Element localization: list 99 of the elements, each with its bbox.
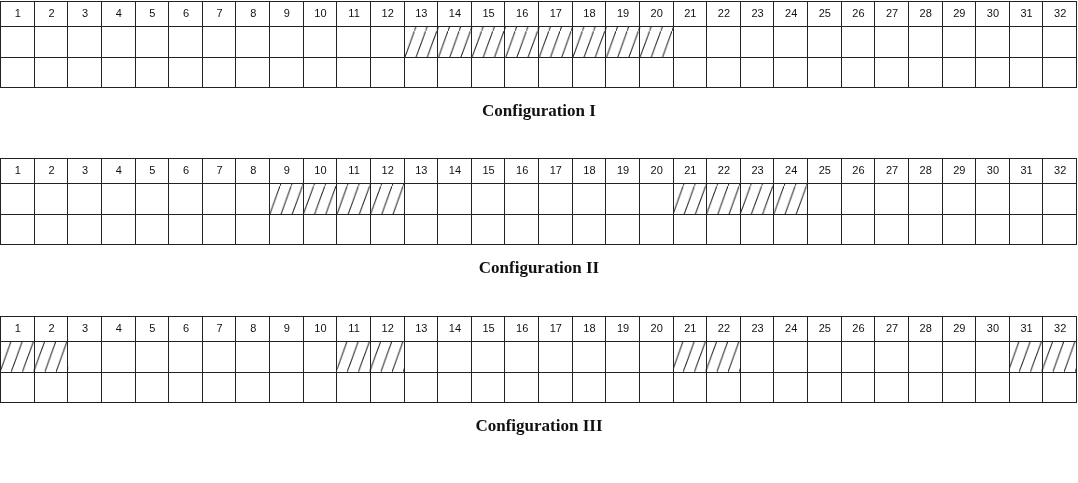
column-number: 24 xyxy=(785,322,798,334)
column-number: 22 xyxy=(717,164,731,176)
column-number: 16 xyxy=(516,7,529,19)
column-number: 27 xyxy=(885,164,899,176)
column-number: 15 xyxy=(482,164,495,176)
column-number: 5 xyxy=(149,164,156,176)
column-number: 4 xyxy=(115,164,122,176)
column-number: 13 xyxy=(415,7,428,19)
column-number: 12 xyxy=(381,164,394,176)
column-number: 5 xyxy=(149,7,156,19)
column-number: 11 xyxy=(348,164,360,176)
column-number: 13 xyxy=(415,164,428,176)
column-number: 12 xyxy=(381,322,394,334)
column-number: 32 xyxy=(1054,7,1067,19)
column-number: 3 xyxy=(82,164,89,176)
column-number: 17 xyxy=(549,164,562,176)
column-number: 26 xyxy=(852,7,865,19)
column-number: 30 xyxy=(986,7,1000,19)
column-number: 2 xyxy=(48,7,55,19)
column-number: 29 xyxy=(953,164,966,176)
column-number: 21 xyxy=(684,322,697,334)
column-number: 20 xyxy=(650,322,663,334)
column-number: 32 xyxy=(1054,164,1067,176)
column-number: 14 xyxy=(448,164,462,176)
column-number: 19 xyxy=(616,322,630,334)
column-number: 23 xyxy=(751,164,764,176)
configuration-caption: Configuration II xyxy=(478,258,600,278)
column-number: 10 xyxy=(314,322,327,334)
column-number: 11 xyxy=(348,322,360,334)
column-number: 20 xyxy=(650,164,663,176)
column-number: 31 xyxy=(1020,164,1033,176)
column-number: 29 xyxy=(953,322,966,334)
column-number: 30 xyxy=(986,164,1000,176)
configuration-caption: Configuration III xyxy=(475,416,603,436)
column-number: 22 xyxy=(717,7,731,19)
column-number: 19 xyxy=(616,7,630,19)
column-number: 1 xyxy=(14,322,21,334)
column-number: 25 xyxy=(818,322,831,334)
column-number: 12 xyxy=(381,7,394,19)
column-number: 8 xyxy=(250,322,257,334)
column-number: 15 xyxy=(482,322,495,334)
column-number: 11 xyxy=(348,7,360,19)
column-number: 26 xyxy=(852,164,865,176)
column-number: 15 xyxy=(482,7,495,19)
column-number: 3 xyxy=(82,322,89,334)
column-number: 27 xyxy=(885,322,899,334)
column-number: 16 xyxy=(516,322,529,334)
column-number: 21 xyxy=(684,164,697,176)
column-number: 19 xyxy=(616,164,630,176)
column-number: 1 xyxy=(14,7,21,19)
column-number: 24 xyxy=(785,7,798,19)
column-number: 6 xyxy=(182,7,189,19)
column-number: 4 xyxy=(115,322,122,334)
column-number: 23 xyxy=(751,322,764,334)
column-number: 2 xyxy=(48,322,55,334)
column-number: 10 xyxy=(314,164,327,176)
column-number: 31 xyxy=(1020,322,1033,334)
column-number: 9 xyxy=(283,7,290,19)
column-number: 28 xyxy=(919,322,932,334)
column-number: 17 xyxy=(549,7,562,19)
column-number: 4 xyxy=(115,7,122,19)
configuration-caption: Configuration I xyxy=(482,101,596,121)
column-number: 17 xyxy=(549,322,562,334)
column-number: 31 xyxy=(1020,7,1033,19)
column-number: 32 xyxy=(1054,322,1067,334)
column-number: 7 xyxy=(216,7,223,19)
column-number: 18 xyxy=(583,7,596,19)
column-number: 6 xyxy=(182,322,189,334)
column-number: 10 xyxy=(314,7,327,19)
column-number: 3 xyxy=(82,7,89,19)
column-number: 18 xyxy=(583,322,596,334)
column-number: 8 xyxy=(250,7,257,19)
column-number: 2 xyxy=(48,164,55,176)
column-number: 5 xyxy=(149,322,156,334)
column-number: 14 xyxy=(448,7,462,19)
column-number: 6 xyxy=(182,164,189,176)
column-number: 30 xyxy=(986,322,1000,334)
column-number: 28 xyxy=(919,164,932,176)
column-number: 23 xyxy=(751,7,764,19)
column-number: 7 xyxy=(216,164,223,176)
column-number: 9 xyxy=(283,164,290,176)
column-number: 16 xyxy=(516,164,529,176)
column-number: 21 xyxy=(684,7,697,19)
column-number: 13 xyxy=(415,322,428,334)
column-number: 22 xyxy=(717,322,731,334)
column-number: 9 xyxy=(283,322,290,334)
column-number: 26 xyxy=(852,322,865,334)
column-number: 1 xyxy=(14,164,21,176)
column-number: 14 xyxy=(448,322,462,334)
column-number: 8 xyxy=(250,164,257,176)
column-number: 20 xyxy=(650,7,663,19)
column-number: 29 xyxy=(953,7,966,19)
column-number: 25 xyxy=(818,7,831,19)
column-number: 28 xyxy=(919,7,932,19)
column-number: 24 xyxy=(785,164,798,176)
column-number: 27 xyxy=(885,7,899,19)
column-number: 7 xyxy=(216,322,223,334)
column-number: 18 xyxy=(583,164,596,176)
column-number: 25 xyxy=(818,164,831,176)
